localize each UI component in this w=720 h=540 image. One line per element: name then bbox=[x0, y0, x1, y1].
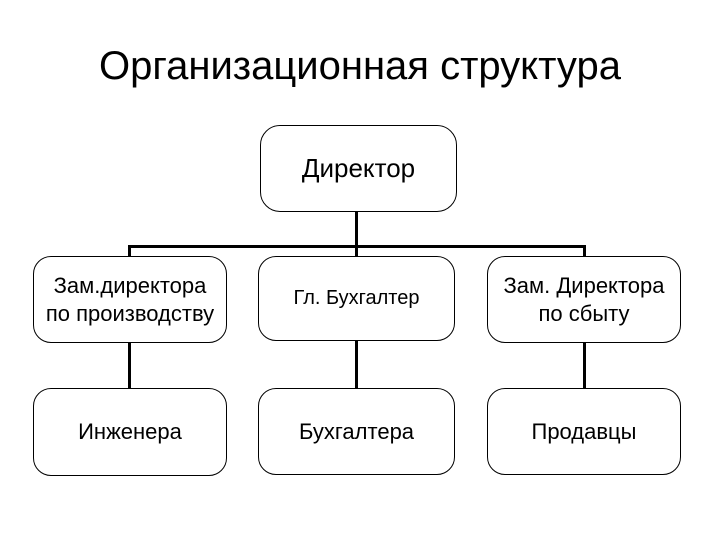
connector-sales-salespeople bbox=[583, 342, 586, 388]
connector-horizontal-bus bbox=[128, 245, 586, 248]
node-salespeople: Продавцы bbox=[487, 388, 681, 475]
node-deputy-director-production: Зам.директора по производству bbox=[33, 256, 227, 343]
node-accountants: Бухгалтера bbox=[258, 388, 455, 475]
connector-accountant-accountants bbox=[355, 340, 358, 388]
connector-production-engineers bbox=[128, 342, 131, 388]
node-director: Директор bbox=[260, 125, 457, 212]
connector-stub-sales bbox=[583, 245, 586, 257]
diagram-title: Организационная структура bbox=[99, 44, 621, 88]
node-engineers: Инженера bbox=[33, 388, 227, 476]
connector-stub-production bbox=[128, 245, 131, 257]
node-chief-accountant: Гл. Бухгалтер bbox=[258, 256, 455, 341]
node-deputy-director-sales: Зам. Директора по сбыту bbox=[487, 256, 681, 343]
connector-root-vertical bbox=[355, 212, 358, 256]
